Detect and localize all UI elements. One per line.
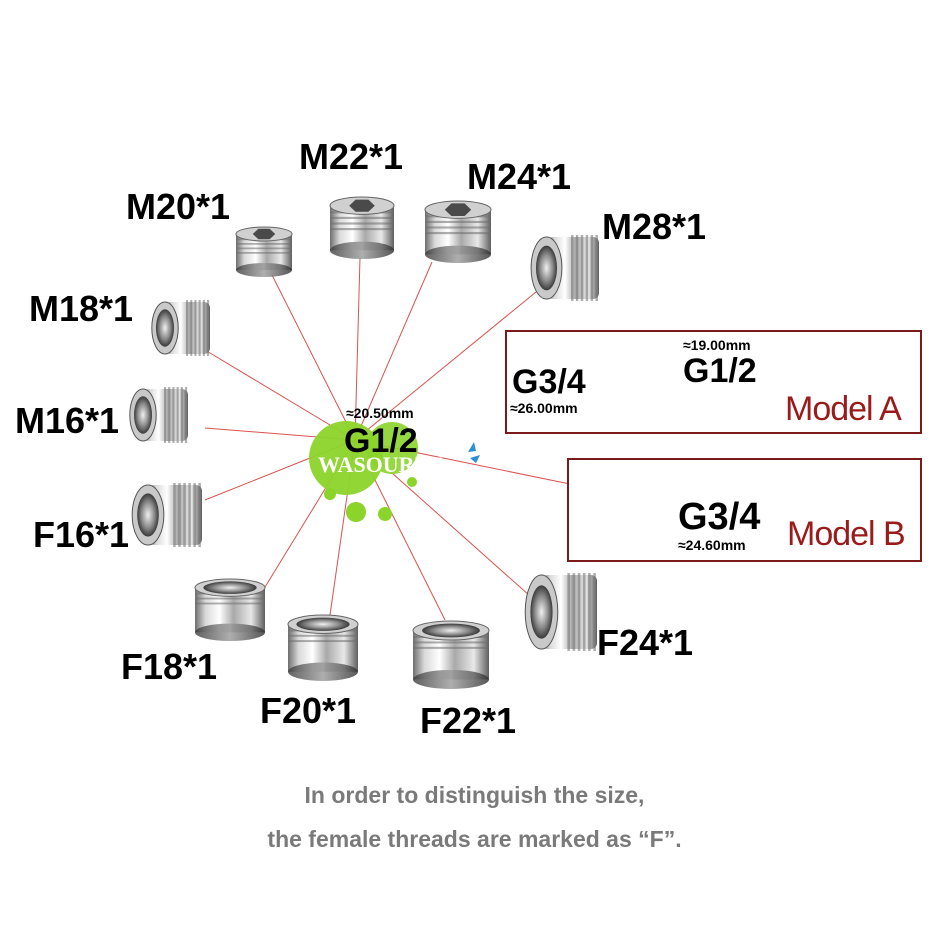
label-m28: M28*1 [602, 206, 707, 247]
caption-line-1: In order to distinguish the size, [304, 782, 645, 808]
label-m16: M16*1 [15, 400, 120, 441]
caption-line-2: the female threads are marked as “F”. [267, 826, 682, 852]
fitting-f18 [194, 578, 266, 641]
center-thread: G1/2 [344, 422, 418, 460]
fitting-m20 [235, 226, 293, 277]
label-m22: M22*1 [299, 136, 404, 177]
model-a-name: Model A [785, 390, 902, 428]
fitting-m22 [329, 196, 395, 259]
green-dot [378, 507, 392, 521]
model-b-name: Model B [787, 515, 906, 553]
green-dot [346, 502, 366, 522]
leaf-icon [468, 442, 480, 463]
fitting-m24 [424, 200, 492, 263]
green-dot [407, 477, 417, 487]
label-f24: F24*1 [597, 622, 694, 663]
label-f18: F18*1 [121, 646, 218, 687]
green-dot [324, 488, 336, 500]
connector-line [271, 274, 356, 441]
label-f20: F20*1 [260, 690, 357, 731]
model-b-dimension: ≈24.60mm [678, 537, 746, 553]
label-m20: M20*1 [126, 186, 231, 227]
fitting-f16 [131, 483, 202, 547]
model-b-thread: G3/4 [678, 496, 761, 538]
connector-line [354, 257, 361, 441]
connector-line [354, 261, 433, 441]
fitting-f22 [412, 620, 490, 689]
fitting-m16 [129, 387, 188, 443]
label-m18: M18*1 [29, 288, 134, 329]
center-dimension: ≈20.50mm [346, 405, 414, 421]
fitting-m28 [530, 235, 599, 301]
green-circle-medium [366, 422, 418, 474]
fitting-f24 [524, 573, 597, 651]
brand-watermark: WASOURLF [318, 452, 443, 477]
model-a-inner-dimension: ≈26.00mm [510, 400, 578, 416]
model-a-outer-dimension: ≈19.00mm [683, 337, 751, 353]
model-a-outer-thread: G1/2 [683, 352, 757, 390]
label-f22: F22*1 [420, 700, 517, 741]
label-f16: F16*1 [33, 514, 130, 555]
fitting-m18 [151, 300, 210, 356]
model-a-inner-thread: G3/4 [512, 363, 586, 401]
fitting-f20 [287, 614, 359, 681]
connector-line [354, 291, 537, 441]
green-circle-large [309, 421, 383, 495]
center-badge [309, 421, 480, 522]
label-m24: M24*1 [467, 156, 572, 197]
model-b-box [567, 458, 922, 562]
model-a-box [505, 330, 922, 434]
